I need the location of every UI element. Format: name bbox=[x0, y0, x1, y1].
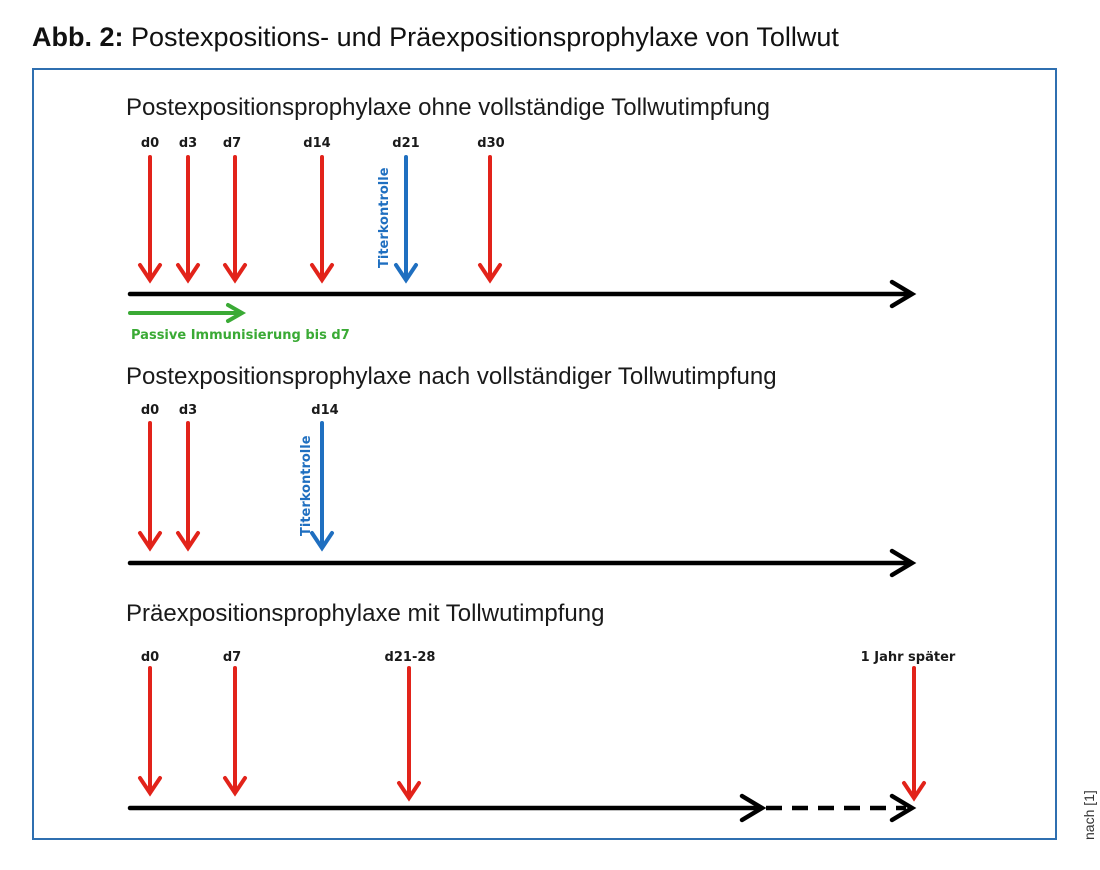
figure-title-text: Postexpositions- und Präexpositionsproph… bbox=[131, 22, 839, 52]
time-axis-dashed bbox=[766, 793, 917, 823]
figure-title: Abb. 2: Postexpositions- und Präexpositi… bbox=[32, 22, 839, 53]
section-2-timeline: d0 d3 d14 Titerkontrolle bbox=[127, 403, 917, 578]
section-3-heading: Präexpositionsprophylaxe mit Tollwutimpf… bbox=[126, 600, 604, 627]
titer-arrow bbox=[310, 421, 334, 552]
event-label: d14 bbox=[303, 136, 330, 151]
event-label: d0 bbox=[141, 403, 159, 418]
dose-arrow bbox=[902, 666, 926, 802]
dose-arrow bbox=[223, 666, 247, 797]
event-label: d21 bbox=[392, 136, 419, 151]
titer-arrow bbox=[394, 155, 418, 284]
event-label: d21-28 bbox=[385, 650, 436, 665]
diagram-frame bbox=[32, 68, 1057, 840]
section-2-heading: Postexpositionsprophylaxe nach vollständ… bbox=[126, 363, 777, 390]
event-label: 1 Jahr später bbox=[861, 650, 956, 665]
time-axis bbox=[127, 279, 917, 309]
passive-label: Passive Immunisierung bis d7 bbox=[131, 328, 350, 343]
dose-arrow bbox=[176, 155, 200, 284]
event-label: d3 bbox=[179, 136, 197, 151]
dose-arrow bbox=[138, 421, 162, 552]
time-axis bbox=[127, 548, 917, 578]
dose-arrow bbox=[138, 666, 162, 797]
figure-label: Abb. 2: bbox=[32, 22, 124, 52]
event-label: d0 bbox=[141, 650, 159, 665]
event-label: d14 bbox=[311, 403, 338, 418]
event-label: d30 bbox=[477, 136, 504, 151]
titer-note: Titerkontrolle bbox=[299, 435, 314, 536]
event-label: d7 bbox=[223, 650, 241, 665]
section-1-timeline: d0 d3 d7 d14 d21 d30 Titerkontrolle Pas bbox=[127, 136, 917, 343]
titer-note: Titerkontrolle bbox=[377, 167, 392, 268]
time-axis bbox=[127, 793, 767, 823]
dose-arrow bbox=[223, 155, 247, 284]
event-label: d3 bbox=[179, 403, 197, 418]
event-label: d0 bbox=[141, 136, 159, 151]
dose-arrow bbox=[478, 155, 502, 284]
dose-arrow bbox=[310, 155, 334, 284]
event-label: d7 bbox=[223, 136, 241, 151]
section-3-timeline: d0 d7 d21-28 1 Jahr später bbox=[127, 650, 956, 823]
dose-arrow bbox=[176, 421, 200, 552]
section-1-heading: Postexpositionsprophylaxe ohne vollständ… bbox=[126, 94, 770, 121]
dose-arrow bbox=[138, 155, 162, 284]
dose-arrow bbox=[397, 666, 421, 802]
passive-arrow bbox=[128, 303, 247, 323]
